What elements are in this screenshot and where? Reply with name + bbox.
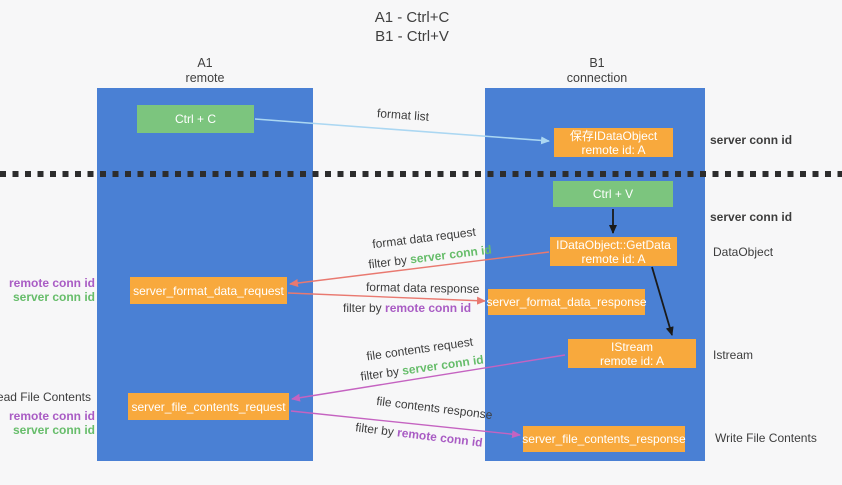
server-format-data-response-label: server_format_data_response (486, 295, 647, 309)
file-contents-response-filter-label: filter by remote conn id (355, 420, 484, 450)
server-format-data-request-node: server_format_data_request (130, 277, 287, 304)
ctrl-c-node: Ctrl + C (137, 105, 254, 133)
istream-line1: IStream (610, 339, 653, 354)
format-list-label: format list (376, 106, 430, 124)
title-line-2: B1 - Ctrl+V (375, 28, 449, 45)
istream-annotation: Istream (713, 348, 754, 362)
server-format-data-response-node: server_format_data_response (486, 289, 647, 315)
format-data-response-filter-label: filter by remote conn id (343, 301, 471, 315)
idataobject-getdata-line1: IDataObject::GetData (556, 237, 671, 252)
remote-conn-id-text: remote conn id (396, 425, 484, 450)
idataobject-getdata-line2: remote id: A (581, 251, 646, 266)
lane-b1-role: connection (566, 71, 628, 85)
filter-by-text: filter by (343, 301, 382, 315)
file-contents-response-label: file contents response (375, 393, 494, 423)
format-request-conn-ids: remote conn id server conn id (8, 276, 95, 304)
lane-b1-name: B1 (589, 56, 605, 70)
remote-conn-id-annotation: remote conn id (8, 409, 95, 423)
ctrl-c-label: Ctrl + C (174, 112, 216, 126)
server-file-contents-response-label: server_file_contents_response (522, 432, 686, 446)
idataobject-getdata-node: IDataObject::GetData remote id: A (550, 237, 677, 266)
server-conn-id-annotation-mid: server conn id (710, 210, 793, 224)
lane-header-b1: B1 connection (537, 56, 657, 86)
filter-by-text: filter by (354, 420, 395, 439)
lane-header-a1: A1 remote (145, 56, 265, 86)
diagram-title: A1 - Ctrl+C B1 - Ctrl+V (322, 8, 502, 46)
filter-by-text: filter by (367, 252, 408, 272)
server-conn-id-annotation: server conn id (12, 422, 95, 437)
server-file-contents-response-node: server_file_contents_response (522, 426, 686, 452)
istream-line2: remote id: A (599, 353, 665, 368)
dataobject-annotation: DataObject (713, 245, 774, 259)
ctrl-v-label: Ctrl + V (592, 187, 634, 201)
read-file-contents-annotation: Read File Contents (0, 390, 91, 404)
save-idataobject-line2: remote id: A (581, 142, 646, 157)
istream-node: IStream remote id: A (568, 339, 696, 368)
ctrl-v-node: Ctrl + V (553, 181, 673, 207)
file-request-conn-ids: remote conn id server conn id (8, 409, 95, 437)
lane-a1-role: remote (185, 71, 225, 85)
format-data-response-label: format data response (365, 280, 480, 296)
save-idataobject-line1: 保存IDataObject (569, 128, 658, 143)
server-format-data-request-label: server_format_data_request (133, 283, 284, 298)
server-conn-id-annotation-top: server conn id (710, 133, 793, 147)
server-conn-id-text: server conn id (409, 242, 493, 267)
server-file-contents-request-label: server_file_contents_request (131, 399, 286, 414)
remote-conn-id-annotation: remote conn id (8, 276, 95, 290)
remote-conn-id-text: remote conn id (385, 301, 472, 315)
lane-a1-name: A1 (197, 56, 213, 70)
filter-by-text: filter by (359, 364, 400, 384)
title-line-1: A1 - Ctrl+C (374, 9, 450, 26)
save-idataobject-node: 保存IDataObject remote id: A (554, 128, 673, 157)
write-file-contents-annotation: Write File Contents (715, 431, 817, 445)
server-file-contents-request-node: server_file_contents_request (128, 393, 289, 420)
server-conn-id-annotation: server conn id (12, 289, 95, 304)
